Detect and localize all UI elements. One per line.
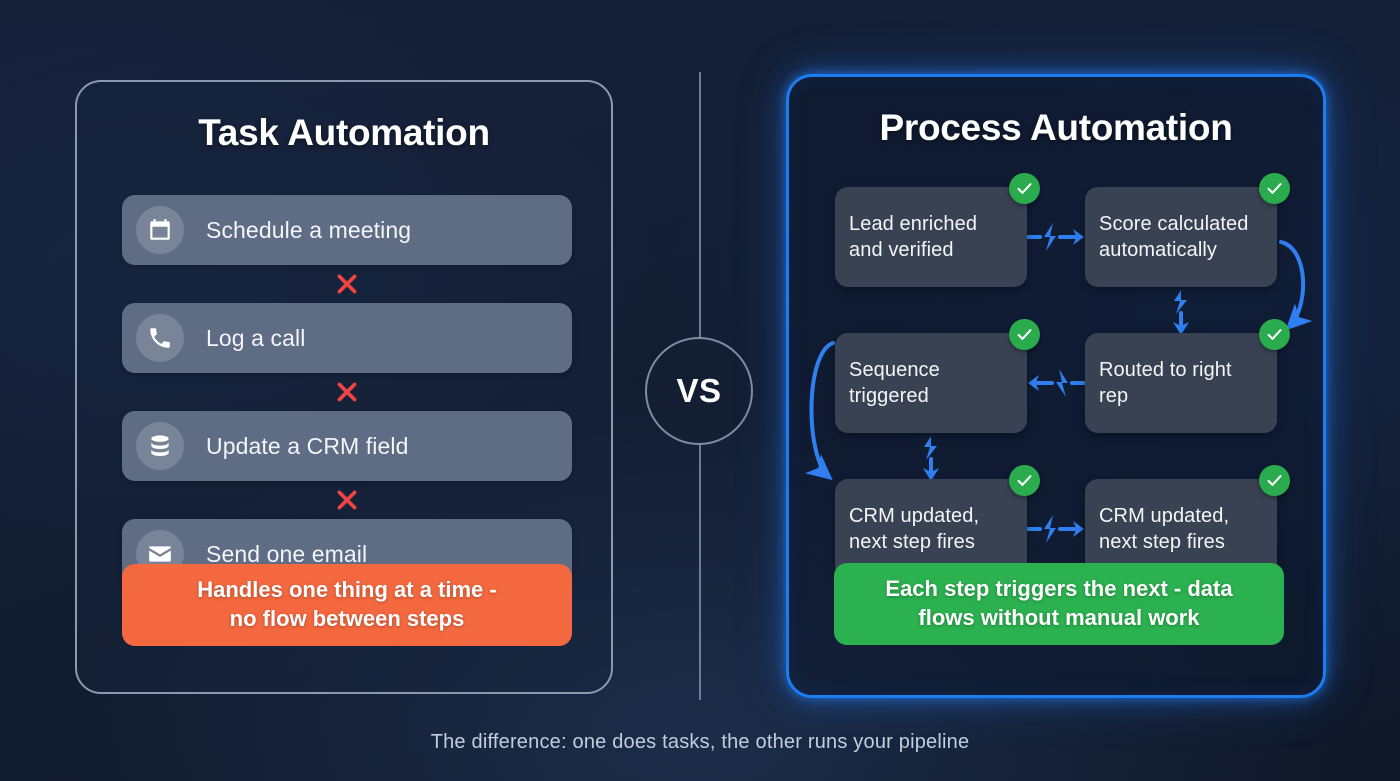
task-automation-panel: Task Automation Schedule a meeting Log a… [75,80,613,694]
check-circle-icon [1009,465,1040,496]
process-automation-panel: Process Automation [786,74,1326,698]
check-circle-icon [1259,319,1290,350]
task-list: Schedule a meeting Log a call Update a C… [122,195,572,589]
process-flow: Lead enriched and verified Score calcula… [789,77,1329,701]
task-item-label: Log a call [206,324,306,351]
process-step-line-2: next step fires [849,531,976,553]
process-step-line-1: CRM updated, [849,505,980,527]
process-step-line-1: Routed to right [1099,359,1232,381]
task-automation-title: Task Automation [198,112,490,153]
flow-return-paths [805,240,1313,481]
check-circle-icon [1259,173,1290,204]
process-automation-title: Process Automation [879,107,1233,148]
task-automation-callout: Handles one thing at a time - no flow be… [122,564,572,646]
process-step-line-2: automatically [1099,239,1218,261]
task-item-label: Update a CRM field [206,432,409,459]
task-item-label: Send one email [206,540,368,567]
process-step-line-1: Lead enriched [849,213,978,235]
process-step-box[interactable]: CRM updated, next step fires [835,465,1040,579]
process-step-box[interactable]: Sequence triggered [835,319,1040,433]
process-step-line-1: CRM updated, [1099,505,1230,527]
task-item-schedule-meeting[interactable]: Schedule a meeting [122,195,572,265]
process-step-line-2: and verified [849,239,954,261]
vs-badge: VS [645,337,753,445]
cross-icon [122,373,572,411]
task-item-label: Schedule a meeting [206,216,412,243]
check-circle-icon [1009,173,1040,204]
callout-line-2: flows without manual work [918,605,1200,630]
footer-caption: The difference: one does tasks, the othe… [430,731,970,753]
process-step-line-1: Score calculated [1099,213,1249,235]
check-circle-icon [1009,319,1040,350]
task-item-update-crm-field[interactable]: Update a CRM field [122,411,572,481]
callout-line-1: Each step triggers the next - data [885,576,1233,602]
task-item-log-call[interactable]: Log a call [122,303,572,373]
phone-icon [136,314,184,362]
process-step-line-1: Sequence [849,359,940,381]
process-automation-callout: Each step triggers the next - data flows… [834,563,1284,645]
process-step-line-2: next step fires [1099,531,1226,553]
process-step-line-2: triggered [849,385,929,407]
process-step-box[interactable]: Lead enriched and verified [835,173,1040,287]
callout-line-2: no flow between steps [229,606,465,631]
process-step-box[interactable]: Score calculated automatically [1085,173,1290,287]
callout-line-1: Handles one thing at a time - [197,577,497,603]
process-step-box[interactable]: Routed to right rep [1085,319,1290,433]
check-circle-icon [1259,465,1290,496]
cross-icon [122,265,572,303]
cross-icon [122,481,572,519]
process-step-line-2: rep [1099,385,1129,407]
calendar-icon [136,206,184,254]
database-icon [136,422,184,470]
process-step-box[interactable]: CRM updated, next step fires [1085,465,1290,579]
